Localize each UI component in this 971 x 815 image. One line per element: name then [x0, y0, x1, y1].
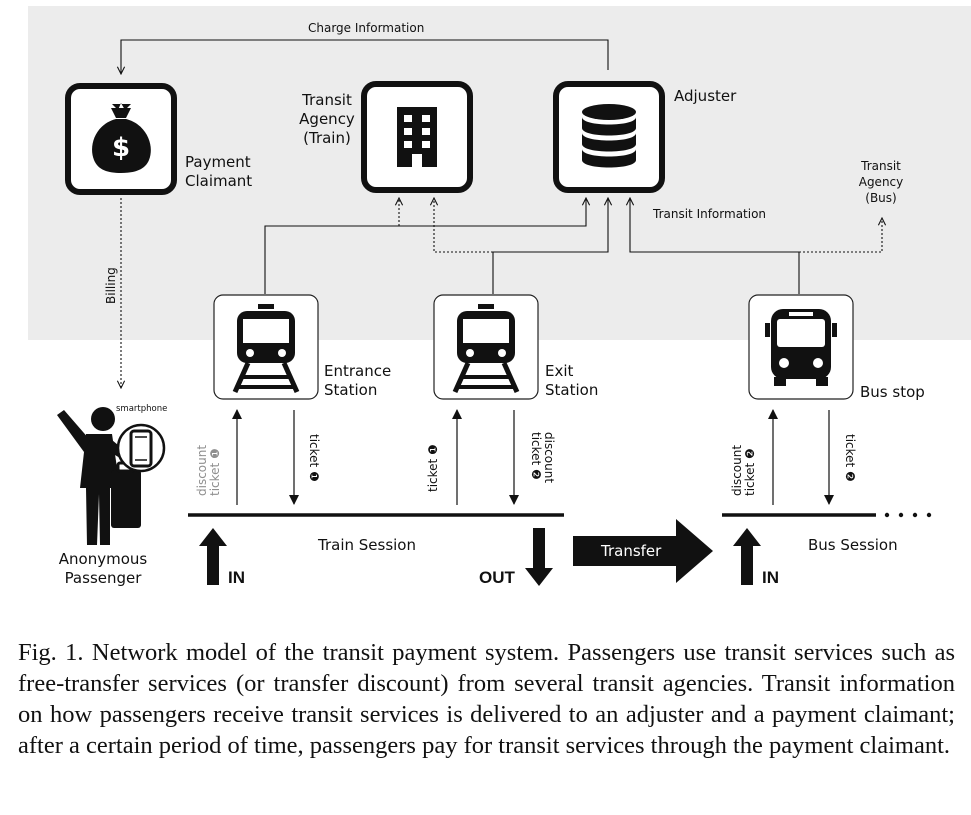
agency-panel-background [28, 6, 971, 340]
billing-label: Billing [104, 267, 118, 304]
exit-to-adjuster-connector [492, 198, 608, 294]
anonymous-passenger-label: Anonymous Passenger [58, 550, 148, 587]
train-icon [452, 304, 520, 394]
bus-to-adjuster-connector [630, 198, 800, 294]
bus-stop-node [748, 294, 854, 400]
session-continuation-dots [884, 512, 932, 518]
train-in-arrow [199, 528, 227, 585]
train-in-label: IN [228, 568, 245, 587]
charge-information-label: Charge Information [308, 21, 425, 35]
figure-caption: Fig. 1. Network model of the transit pay… [18, 639, 955, 759]
diagram-canvas: $ [28, 6, 971, 586]
exit-station-node [433, 294, 539, 400]
smartphone-icon [116, 423, 166, 473]
transit-agency-bus-label: Transit Agency (Bus) [858, 159, 904, 205]
building-icon [397, 107, 437, 167]
train-out-label: OUT [479, 568, 515, 587]
entrance-station-node [213, 294, 319, 400]
discount-ticket-2-bus-label: discount ticket ❷ [730, 444, 757, 496]
train-icon [232, 304, 300, 394]
money-bag-icon: $ [92, 103, 151, 173]
exit-station-label: Exit Station [545, 362, 599, 399]
adjuster-label: Adjuster [674, 87, 737, 105]
entrance-station-label: Entrance Station [324, 362, 392, 399]
transfer-label: Transfer [601, 542, 662, 560]
database-icon [582, 104, 636, 168]
bus-in-label: IN [762, 568, 779, 587]
bus-in-arrow [733, 528, 761, 585]
transit-agency-train-label: Transit Agency (Train) [299, 91, 355, 147]
person-icon [57, 407, 141, 545]
entrance-to-adjuster-connector [264, 198, 586, 294]
ticket-1-entrance-label: ticket ❶ [307, 434, 321, 482]
train-session-label: Train Session [318, 536, 416, 554]
bus-session-label: Bus Session [808, 536, 898, 554]
discount-ticket-2-exit-label: discount ticket ❷ [529, 432, 556, 484]
smartphone-label: smartphone [116, 404, 168, 414]
adjuster-node [553, 81, 665, 193]
train-out-arrow [525, 528, 553, 586]
ticket-1-exit-label: ticket ❶ [426, 444, 440, 492]
bus-to-bus-agency-connector [799, 218, 882, 253]
dollar-sign: $ [112, 133, 130, 163]
payment-claimant-node: $ [65, 83, 177, 195]
bus-stop-label: Bus stop [860, 383, 925, 401]
payment-claimant-label: Payment Claimant [185, 153, 253, 190]
discount-ticket-1-label: discount ticket ❶ [195, 444, 222, 496]
network-model-diagram: $ [28, 6, 971, 587]
transfer-arrow [573, 519, 713, 583]
bus-icon [765, 309, 837, 386]
transit-information-label: Transit Information [653, 207, 767, 221]
transit-agency-train-node [361, 81, 473, 193]
ticket-2-bus-label: ticket ❷ [843, 434, 857, 482]
charge-information-arrow [121, 39, 609, 74]
